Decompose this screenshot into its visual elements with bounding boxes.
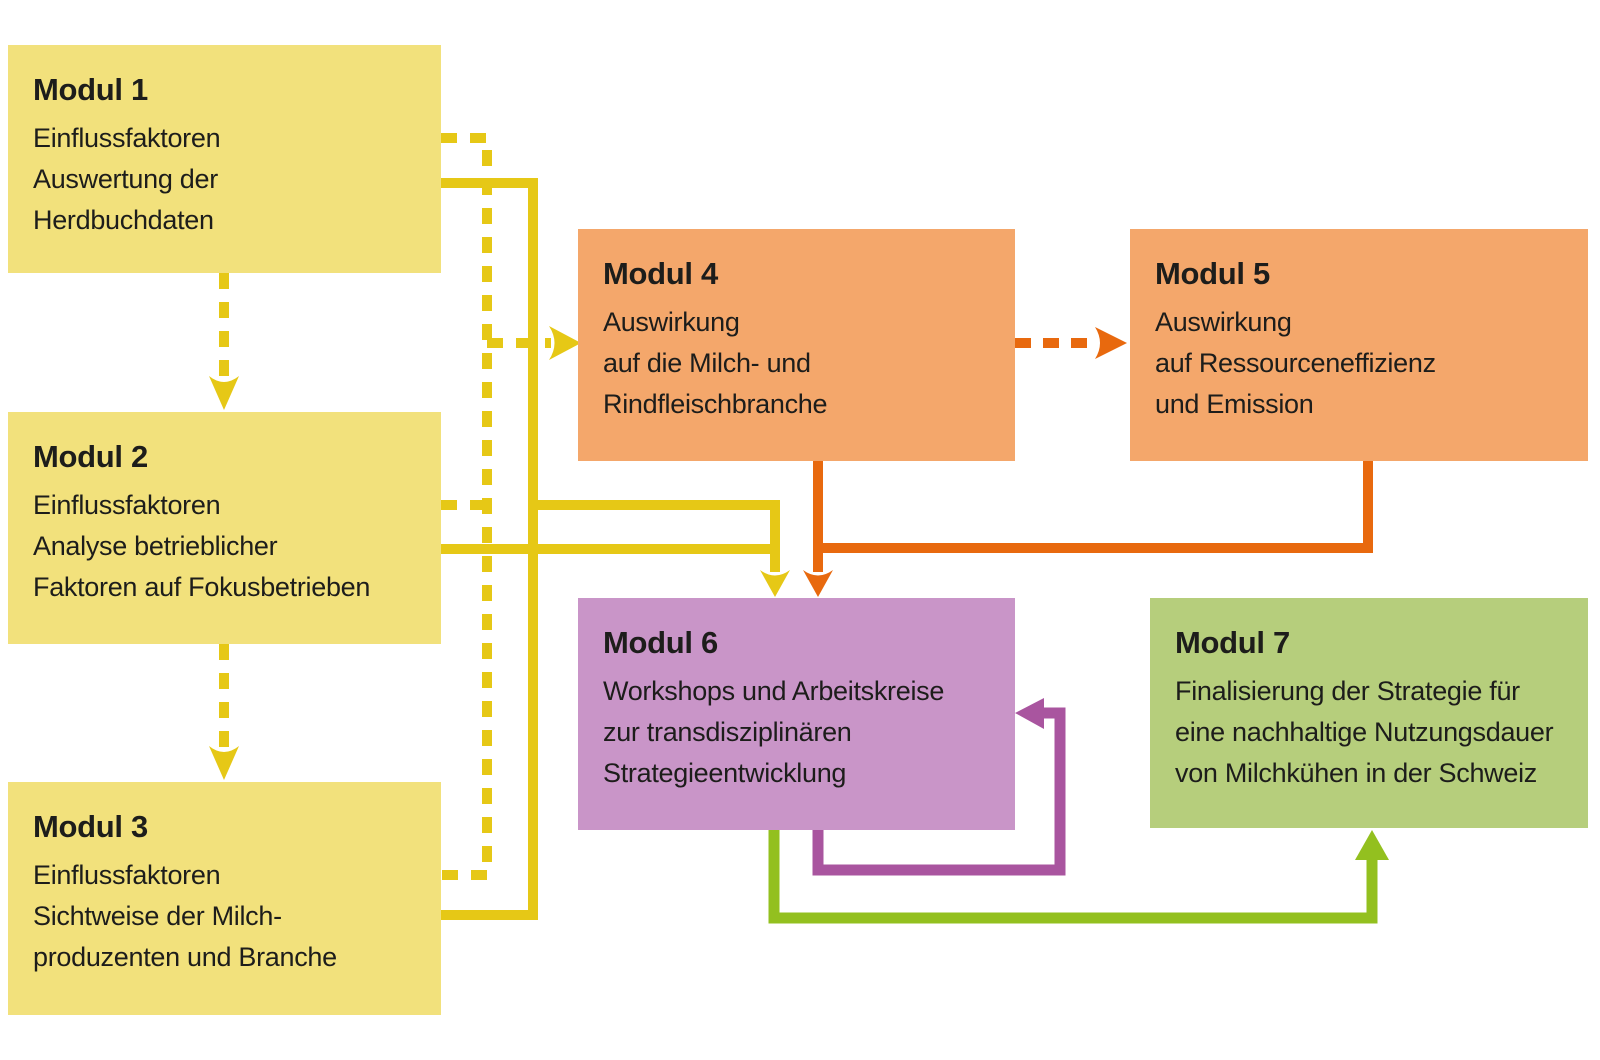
arrowhead-yellow-to-m4 — [549, 326, 581, 360]
module-text-line: Finalisierung der Strategie für — [1175, 676, 1520, 706]
module-text-line: produzenten und Branche — [33, 942, 337, 972]
module-box-modul-5: Modul 5 Auswirkung auf Ressourceneffizie… — [1130, 229, 1588, 461]
module-text-line: Faktoren auf Fokusbetrieben — [33, 572, 371, 602]
module-text-line: Einflussfaktoren — [33, 860, 221, 890]
module-text-line: Analyse betrieblicher — [33, 531, 278, 561]
module-text-line: zur transdisziplinären — [603, 717, 852, 747]
module-box-modul-1: Modul 1 Einflussfaktoren Auswertung der … — [8, 45, 441, 273]
module-text-line: eine nachhaltige Nutzungsdauer — [1175, 717, 1554, 747]
module-text-line: Workshops und Arbeitskreise — [603, 676, 945, 706]
arrowhead-m6-feedback — [1015, 698, 1044, 729]
module-text-line: Auswirkung — [1155, 307, 1292, 337]
module-text-line: Einflussfaktoren — [33, 123, 221, 153]
module-text-line: Einflussfaktoren — [33, 490, 221, 520]
module-title: Modul 4 — [603, 256, 718, 291]
module-text-line: Herdbuchdaten — [33, 205, 214, 235]
module-box-modul-6: Modul 6 Workshops und Arbeitskreise zur … — [578, 598, 1015, 830]
module-box-modul-4: Modul 4 Auswirkung auf die Milch- und Ri… — [578, 229, 1015, 461]
module-text-line: Auswertung der — [33, 164, 218, 194]
module-text-line: und Emission — [1155, 389, 1314, 419]
connector-m5-to-m6 — [818, 460, 1373, 553]
module-text-line: Strategieentwicklung — [603, 758, 847, 788]
module-title: Modul 3 — [33, 809, 148, 844]
arrowhead-yellow-to-m6 — [760, 570, 790, 597]
module-text-line: auf die Milch- und — [603, 348, 811, 378]
connector-yellow-dashed-collector — [441, 133, 492, 880]
module-title: Modul 7 — [1175, 625, 1290, 660]
arrowhead-m1-to-m2 — [209, 376, 239, 410]
module-box-modul-2: Modul 2 Einflussfaktoren Analyse betrieb… — [8, 412, 441, 644]
module-title: Modul 5 — [1155, 256, 1270, 291]
module-text-line: Rindfleischbranche — [603, 389, 828, 419]
arrowhead-m2-to-m3 — [209, 746, 239, 780]
arrow-shaft-yellow-solid-to-m6 — [533, 500, 780, 572]
module-title: Modul 2 — [33, 439, 148, 474]
module-text-line: Auswirkung — [603, 307, 740, 337]
module-text-line: auf Ressourceneffizienz — [1155, 348, 1436, 378]
module-box-modul-7: Modul 7 Finalisierung der Strategie für … — [1150, 598, 1588, 828]
arrowhead-m6-to-m7 — [1355, 830, 1389, 860]
module-box-modul-3: Modul 3 Einflussfaktoren Sichtweise der … — [8, 782, 441, 1015]
module-text-line: Sichtweise der Milch- — [33, 901, 282, 931]
module-title: Modul 6 — [603, 625, 718, 660]
arrowhead-m4-to-m5 — [1095, 327, 1127, 359]
module-text-line: von Milchkühen in der Schweiz — [1175, 758, 1537, 788]
connector-m6-feedback-loop — [812, 707, 1066, 876]
connector-m6-to-m7 — [768, 830, 1378, 924]
arrowhead-orange-to-m6 — [803, 570, 833, 597]
module-title: Modul 1 — [33, 72, 148, 107]
